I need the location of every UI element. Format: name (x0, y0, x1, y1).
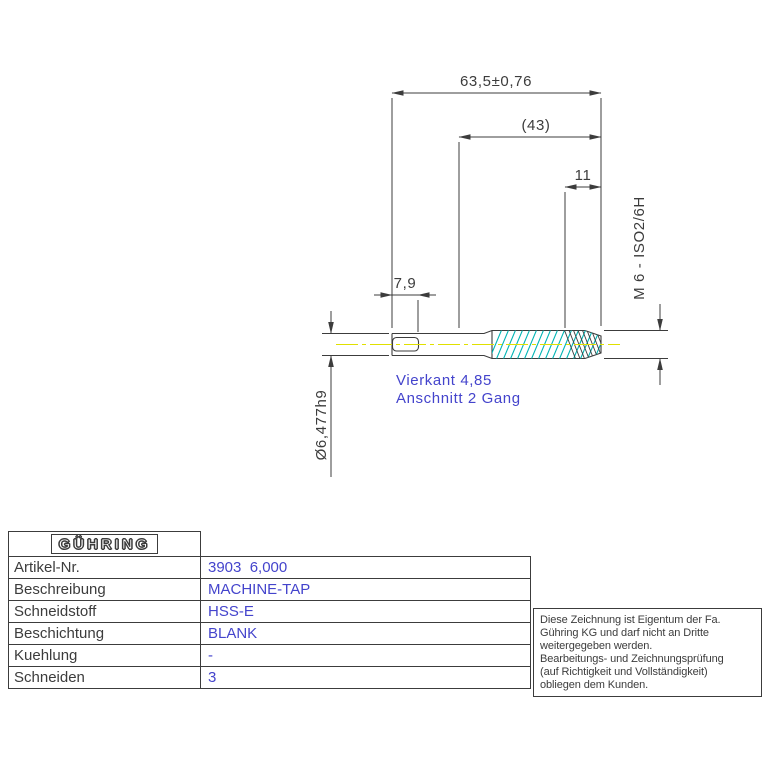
disclaimer-line: Diese Zeichnung ist Eigentum der Fa. (540, 614, 721, 626)
annotation-anschnitt: Anschnitt 2 Gang (396, 390, 521, 407)
dim-square-length: 7,9 (374, 275, 436, 332)
guehring-logo-text: GÜHRING (58, 535, 151, 553)
row-label-artikel-nr: Artikel-Nr. (8, 556, 201, 579)
dim-overall-length-text: 63,5±0,76 (460, 73, 532, 90)
row-label-kuehlung: Kuehlung (8, 644, 201, 667)
table-row: Schneidstoff HSS-E (8, 600, 531, 623)
row-value-artikel-nr: 3903 6,000 (200, 556, 531, 579)
disclaimer-line: Bearbeitungs- und Zeichnungsprüfung (540, 653, 724, 665)
disclaimer-box: Diese Zeichnung ist Eigentum der Fa. Güh… (533, 608, 762, 697)
dim-shank-diameter-text: Ø6,477h9 (313, 390, 330, 461)
row-label-schneiden: Schneiden (8, 666, 201, 689)
dim-square-length-text: 7,9 (394, 275, 417, 292)
dim-thread-spec: M 6 - ISO2/6H (604, 196, 668, 385)
logo-cell: GÜHRING (8, 531, 201, 557)
disclaimer-line: (auf Richtigkeit und Vollständigkeit) (540, 666, 708, 678)
dim-flute-length: (43) (458, 117, 602, 328)
table-row: Schneiden 3 (8, 666, 531, 689)
row-label-beschichtung: Beschichtung (8, 622, 201, 645)
table-row: Beschichtung BLANK (8, 622, 531, 645)
title-block: GÜHRING Artikel-Nr. 3903 6,000 Beschreib… (8, 531, 531, 689)
dim-flute-length-text: (43) (521, 117, 550, 134)
dim-lead-length: 11 (564, 167, 602, 328)
dim-lead-length-text: 11 (575, 167, 592, 184)
row-value-schneidstoff: HSS-E (200, 600, 531, 623)
row-value-schneiden: 3 (200, 666, 531, 689)
guehring-logo: GÜHRING (50, 534, 159, 554)
row-value-kuehlung: - (200, 644, 531, 667)
dim-shank-diameter: Ø6,477h9 (313, 311, 389, 477)
row-value-beschichtung: BLANK (200, 622, 531, 645)
dim-thread-spec-text: M 6 - ISO2/6H (631, 196, 648, 300)
disclaimer-line: Gühring KG und darf nicht an Dritte (540, 627, 709, 639)
dim-overall-length: 63,5±0,76 (391, 73, 602, 328)
table-row: Artikel-Nr. 3903 6,000 (8, 556, 531, 579)
annotation-vierkant: Vierkant 4,85 (396, 372, 492, 389)
row-label-beschreibung: Beschreibung (8, 578, 201, 601)
row-label-schneidstoff: Schneidstoff (8, 600, 201, 623)
table-row: Beschreibung MACHINE-TAP (8, 578, 531, 601)
row-value-beschreibung: MACHINE-TAP (200, 578, 531, 601)
disclaimer-line: obliegen dem Kunden. (540, 679, 649, 691)
disclaimer-line: weitergegeben werden. (540, 640, 653, 652)
table-row: Kuehlung - (8, 644, 531, 667)
